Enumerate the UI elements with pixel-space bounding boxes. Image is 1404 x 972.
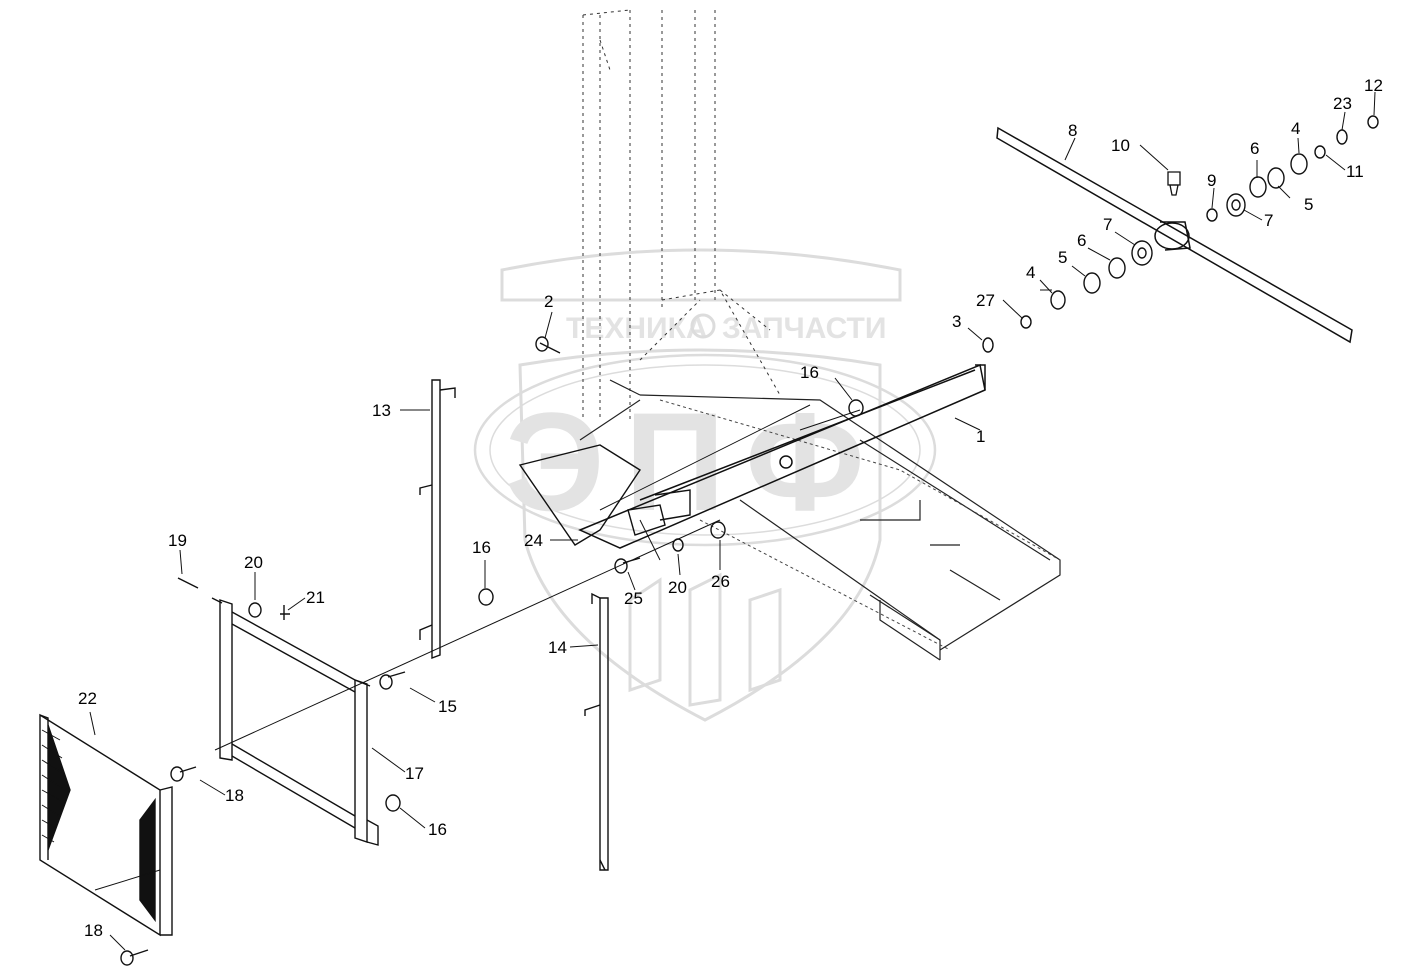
bolts (120, 336, 726, 966)
callout-2: 2 (544, 292, 553, 311)
callout-13: 13 (372, 401, 391, 420)
watermark-logo (473, 248, 937, 722)
part-13-strip (419, 379, 456, 660)
callout-4: 4 (1291, 119, 1300, 138)
callout-18: 18 (225, 786, 244, 805)
callout-16: 16 (428, 820, 447, 839)
cooler-hatching (41, 729, 65, 843)
callout-27: 27 (976, 291, 995, 310)
callout-10: 10 (1111, 136, 1130, 155)
watermark-text-right: ЗАПЧАСТИ (722, 312, 886, 345)
callout-23: 23 (1333, 94, 1352, 113)
callout-18: 18 (84, 921, 103, 940)
callout-5: 5 (1058, 248, 1067, 267)
base-platform (579, 379, 1061, 661)
watermark-monogram: ЭПФ (505, 383, 885, 540)
callout-4: 4 (1026, 263, 1035, 282)
callout-15: 15 (438, 697, 457, 716)
callout-5: 5 (1304, 195, 1313, 214)
part-1-main-bar (578, 363, 986, 549)
part-22-cooler (39, 713, 173, 937)
callout-16: 16 (472, 538, 491, 557)
leader-lines (89, 91, 1376, 951)
part-8-rod (996, 126, 1353, 344)
callout-21: 21 (306, 588, 325, 607)
vertical-column (582, 9, 781, 420)
callout-24: 24 (524, 531, 543, 550)
callout-19: 19 (168, 531, 187, 550)
callout-22: 22 (78, 689, 97, 708)
callout-7: 7 (1264, 211, 1273, 230)
gear-icon (690, 313, 716, 339)
watermark-text-left: ТЕХНИКА (566, 312, 708, 345)
base-platform-dashed (659, 399, 1061, 651)
callout-12: 12 (1364, 76, 1383, 95)
part-10-fitting (1167, 171, 1181, 196)
callout-8: 8 (1068, 121, 1077, 140)
callout-25: 25 (624, 589, 643, 608)
callout-3: 3 (952, 312, 961, 331)
callout-14: 14 (548, 638, 567, 657)
callout-20: 20 (244, 553, 263, 572)
callout-6: 6 (1077, 231, 1086, 250)
callout-9: 9 (1207, 171, 1216, 190)
part-17-frame (211, 597, 379, 846)
callout-16: 16 (800, 363, 819, 382)
callout-17: 17 (405, 764, 424, 783)
part-14-strip (584, 592, 609, 871)
callout-26: 26 (711, 572, 730, 591)
callout-11: 11 (1346, 162, 1364, 181)
part-16-nuts (385, 399, 864, 812)
callout-1: 1 (976, 427, 985, 446)
callouts: 1 2 3 4 4 5 5 6 6 7 7 8 9 10 11 12 13 14… (78, 76, 1383, 940)
callout-6: 6 (1250, 139, 1259, 158)
washer-stack (982, 115, 1379, 353)
callout-7: 7 (1103, 215, 1112, 234)
callout-20: 20 (668, 578, 687, 597)
assembly-centerlines (94, 404, 861, 891)
